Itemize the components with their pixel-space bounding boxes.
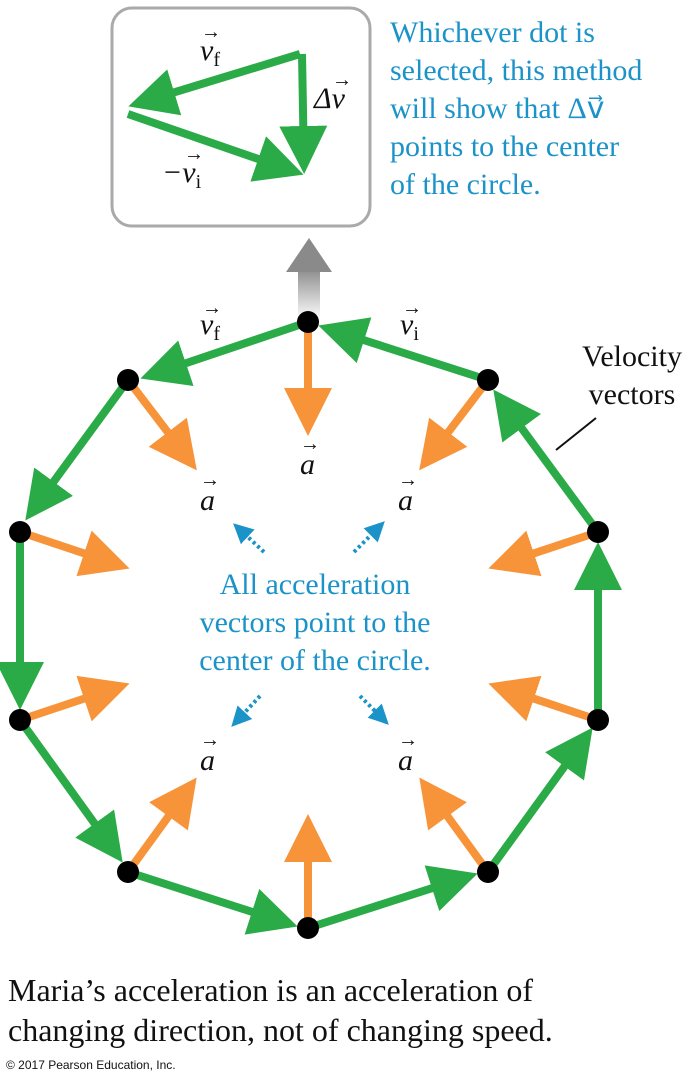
- velocity-arrow: [16, 717, 123, 863]
- position-dot: [297, 917, 319, 939]
- a-label: a: [398, 744, 413, 777]
- delta-v-note-line: points to the center: [390, 130, 620, 163]
- position-dot: [9, 709, 31, 731]
- position-dot: [297, 311, 319, 333]
- a-arrowhead: →: [200, 729, 220, 751]
- acceleration-vectors: [18, 322, 600, 928]
- position-dot: [477, 369, 499, 391]
- delta-v-note-line: Whichever dot is: [390, 16, 595, 49]
- acceleration-arrow: [419, 777, 492, 875]
- inset-dv-arrow: [279, 53, 328, 174]
- a-arrowhead: →: [398, 729, 418, 751]
- velocity-vectors-label: Velocity vectors: [572, 338, 692, 414]
- acceleration-arrow: [18, 528, 130, 577]
- copyright-notice: © 2017 Pearson Education, Inc.: [6, 1058, 176, 1072]
- acceleration-arrow: [124, 377, 197, 471]
- inset-dv-label: Δv: [313, 82, 346, 115]
- center-note-line: center of the circle.: [199, 644, 431, 677]
- acceleration-arrow: [419, 377, 492, 471]
- caption-line: Maria’s acceleration is an acceleration …: [8, 972, 534, 1008]
- position-dot: [477, 861, 499, 883]
- acceleration-arrow: [488, 675, 600, 724]
- inset-vector-triangle: [126, 50, 328, 182]
- center-pointer-arrow: [352, 521, 385, 554]
- figure-caption: Maria’s acceleration is an acceleration …: [8, 970, 688, 1050]
- position-dot: [587, 709, 609, 731]
- position-dot: [117, 369, 139, 391]
- gray-up-arrow: [286, 238, 332, 320]
- center-pointer-arrow: [231, 694, 262, 727]
- position-dots: [9, 311, 609, 939]
- inset-neg-vi-label: −vi: [162, 156, 202, 193]
- position-dot: [117, 861, 139, 883]
- velocity-arrow: [25, 377, 132, 521]
- velocity-arrow: [126, 868, 298, 935]
- inset-vf-label: vf: [200, 34, 220, 71]
- a-arrowhead: →: [398, 469, 418, 491]
- acceleration-arrow: [124, 777, 197, 875]
- delta-v-note-line: of the circle.: [390, 168, 541, 201]
- vi-arrowhead: →: [402, 297, 422, 319]
- velocity-arrow: [493, 389, 602, 535]
- inset-box: [110, 6, 372, 228]
- delta-v-note: Whichever dot is selected, this method w…: [390, 14, 690, 204]
- inset-neg-vi-arrow: [126, 110, 304, 182]
- a-label: a: [200, 484, 215, 517]
- center-pointer-arrow: [233, 523, 266, 554]
- inset-vf-arrow: [128, 50, 302, 116]
- inset-neg-vi-arrowhead: →: [184, 143, 204, 165]
- a-arrowhead: →: [300, 433, 320, 455]
- vf-label: vf: [200, 308, 220, 345]
- caption-line: changing direction, not of changing spee…: [8, 1012, 553, 1048]
- velocity-label-line: Velocity: [582, 340, 682, 373]
- velocity-vectors: [0, 317, 622, 935]
- acceleration-arrow: [18, 675, 130, 724]
- velocity-arrow: [306, 865, 478, 932]
- a-label: a: [300, 448, 315, 481]
- acceleration-labels: → a → a → a → a → a: [200, 433, 418, 777]
- velocity-arrow: [140, 318, 310, 386]
- a-label: a: [398, 484, 413, 517]
- velocity-arrow: [318, 317, 490, 384]
- center-note: All acceleration vectors point to the ce…: [160, 566, 470, 680]
- center-note-line: vectors point to the: [199, 606, 431, 639]
- position-dot: [9, 521, 31, 543]
- center-note-line: All acceleration: [219, 568, 411, 601]
- inset-vf-arrowhead: →: [201, 21, 221, 43]
- a-label: a: [200, 744, 215, 777]
- vf-arrowhead: →: [202, 297, 222, 319]
- velocity-arrow: [484, 727, 593, 875]
- acceleration-arrow: [488, 528, 600, 577]
- center-pointer-arrow: [358, 694, 389, 725]
- inset-dv-arrowhead: →: [332, 69, 352, 91]
- a-arrowhead: →: [200, 469, 220, 491]
- vi-label: vi: [400, 308, 419, 345]
- delta-v-note-line: selected, this method: [390, 54, 643, 87]
- velocity-label-line: vectors: [588, 378, 676, 411]
- position-dot: [587, 521, 609, 543]
- delta-v-note-line: will show that Δv⃗: [390, 92, 605, 125]
- velocity-leader-line: [555, 417, 597, 451]
- center-pointer-arrows: [231, 521, 389, 727]
